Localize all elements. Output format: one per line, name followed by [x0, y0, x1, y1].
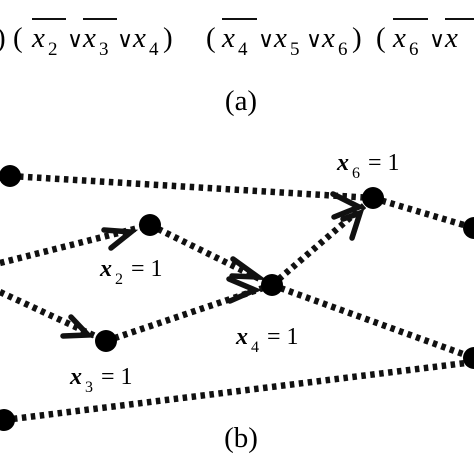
clause-3-literal-1-sub: 6: [409, 39, 419, 60]
edge-x4-right: [270, 281, 474, 362]
clause-2-or-2: ∨: [306, 27, 322, 52]
clause-3-literal-2-var: x: [444, 22, 458, 54]
arrowhead-into-x4-upper: [229, 256, 268, 281]
clause-1-or-1: ∨: [67, 27, 83, 52]
clause-3-literal-1-var: x: [392, 22, 406, 54]
label-x3-var: x: [69, 364, 82, 390]
label-x2-var: x: [99, 256, 112, 282]
clause-2-or-1: ∨: [258, 27, 274, 52]
node-x6: [362, 187, 384, 209]
clause-2-literal-1-var: x: [221, 22, 235, 54]
clause-1-literal-1-sub: 2: [48, 39, 58, 60]
arrowhead-into-x6-left: [330, 191, 366, 220]
formula: ) ( x 2 ∨ x 3 ∨ x 4 ) ( x 4 ∨ x 5 ∨ x 6 …: [0, 18, 474, 60]
node-n7: [463, 347, 474, 369]
clause-1-literal-1-var: x: [31, 22, 45, 54]
clause-2-literal-3-var: x: [321, 22, 335, 54]
label-x3: x 3 = 1: [69, 364, 133, 396]
clause-1-close: ): [163, 22, 173, 54]
arrowheads: [60, 191, 366, 339]
node-x3: [95, 330, 117, 352]
node-n1: [0, 165, 21, 187]
label-x3-sub: 3: [85, 379, 93, 396]
node-n8: [0, 409, 15, 431]
clause-3-or-1: ∨: [429, 27, 445, 52]
formula-open-paren: ): [0, 22, 6, 54]
edge-n1-x6: [9, 172, 374, 202]
clause-1-or-2: ∨: [117, 27, 133, 52]
clause-1-literal-2-sub: 3: [99, 39, 109, 60]
clause-1-literal-3-var: x: [132, 22, 146, 54]
clause-3-open: (: [376, 22, 386, 54]
label-x4-value: = 1: [267, 324, 299, 350]
caption-a: (a): [225, 85, 257, 117]
edge-x6-right: [372, 194, 474, 232]
label-x6: x 6 = 1: [336, 150, 400, 182]
label-x6-var: x: [336, 150, 349, 176]
label-x3-value: = 1: [101, 364, 133, 390]
edge-left-x3: [0, 289, 108, 344]
clause-2-literal-1-sub: 4: [238, 39, 248, 60]
label-x4-sub: 4: [251, 339, 259, 356]
clause-2-literal-3-sub: 6: [338, 39, 348, 60]
label-x6-value: = 1: [368, 150, 400, 176]
clause-1-literal-2-var: x: [82, 22, 96, 54]
clause-1-literal-3-sub: 4: [149, 39, 159, 60]
caption-b: (b): [224, 422, 258, 454]
label-x2-sub: 2: [115, 271, 123, 288]
graph-nodes: [0, 165, 474, 431]
clause-2-literal-2-sub: 5: [290, 39, 300, 60]
node-labels: x 2 = 1 x 3 = 1 x 4 = 1 x 6 = 1: [69, 150, 400, 396]
clause-1-open: (: [13, 22, 23, 54]
arrowhead-into-x2: [101, 227, 139, 251]
arrowhead-into-x4-lower: [226, 276, 262, 304]
clause-2-literal-2-var: x: [273, 22, 287, 54]
node-n6: [463, 217, 474, 239]
label-x4: x 4 = 1: [235, 324, 299, 356]
clause-2-close: ): [352, 22, 362, 54]
arrowhead-into-x3: [60, 314, 95, 339]
edge-bottom-right: [3, 358, 474, 424]
label-x4-var: x: [235, 324, 248, 350]
arrowhead-into-x6-lower: [340, 208, 365, 241]
label-x2-value: = 1: [131, 256, 163, 282]
clause-2-open: (: [206, 22, 216, 54]
label-x2: x 2 = 1: [99, 256, 163, 288]
label-x6-sub: 6: [352, 165, 360, 182]
node-x4: [261, 274, 283, 296]
node-x2: [139, 214, 161, 236]
